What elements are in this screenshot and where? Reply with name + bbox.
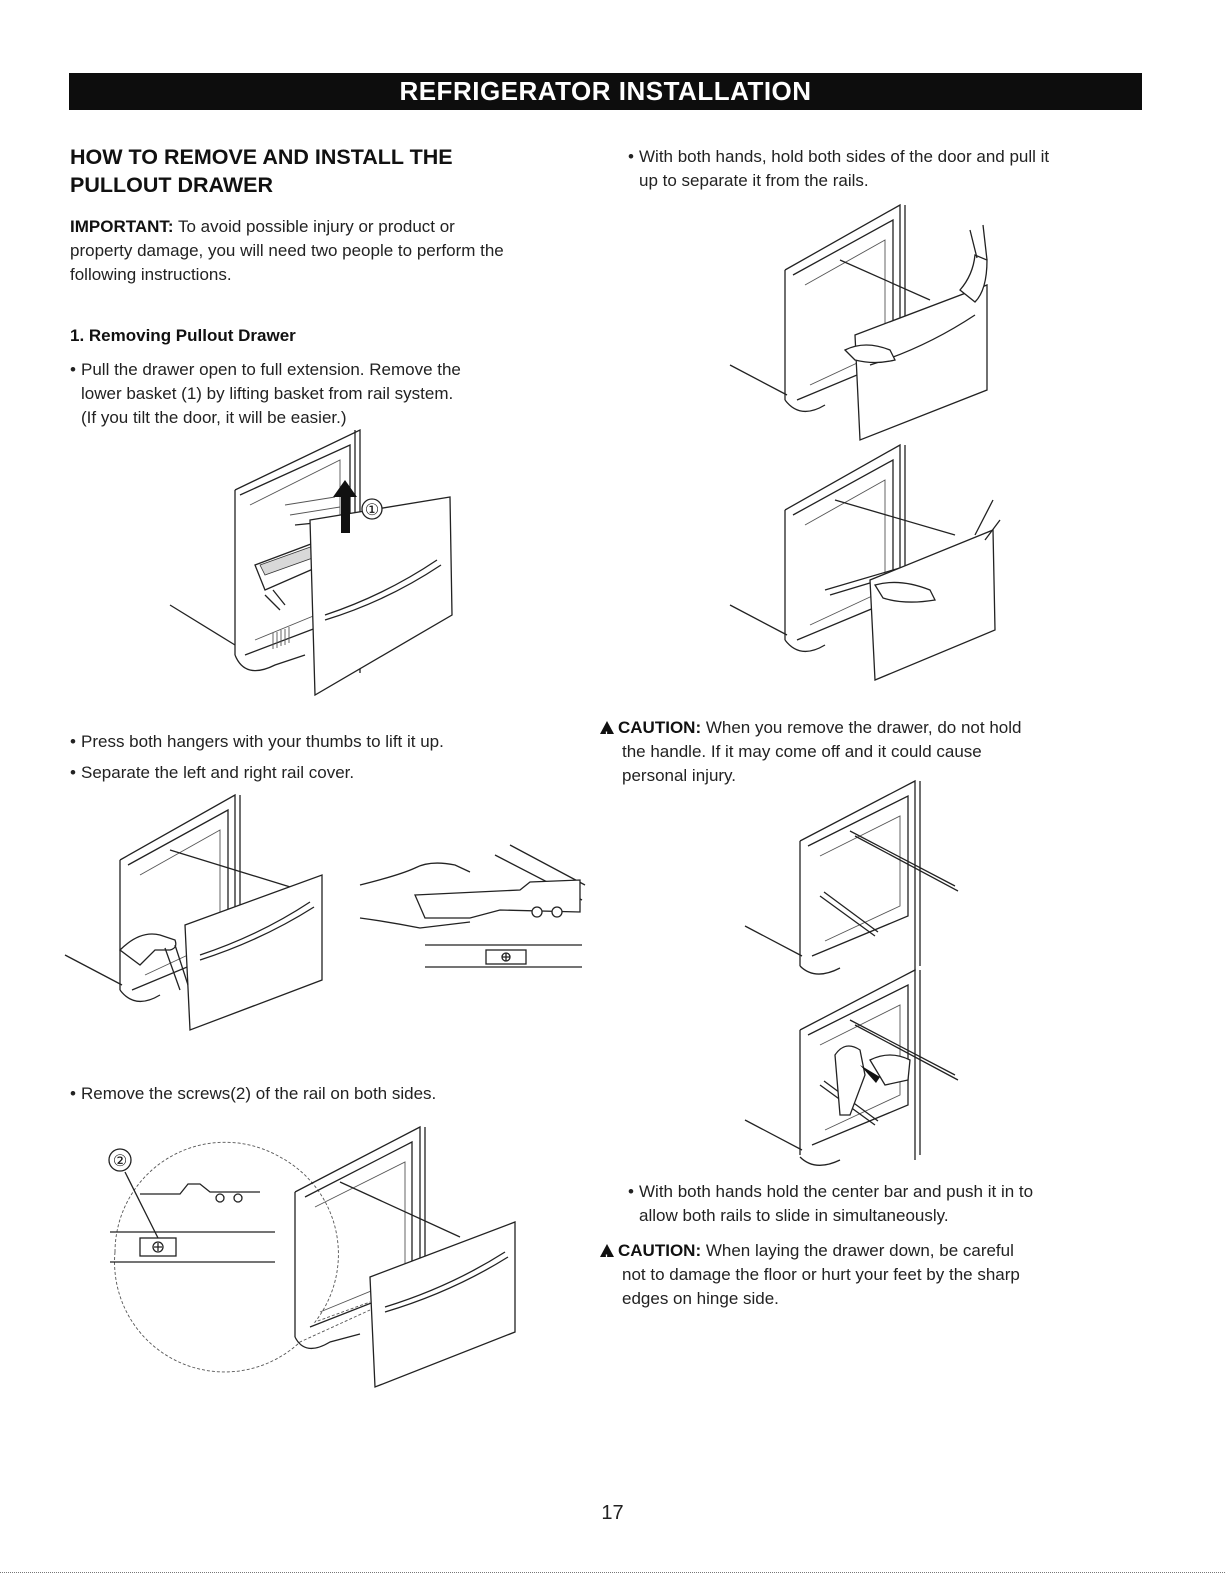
heading-line-1: HOW TO REMOVE AND INSTALL THE (70, 145, 453, 169)
caution-lay-drawer: CAUTION: When laying the drawer down, be… (600, 1239, 1140, 1311)
warning-triangle-icon (600, 721, 614, 747)
bullet-remove-screws: •Remove the screws(2) of the rail on bot… (70, 1084, 437, 1103)
bullet-push-center-bar: •With both hands hold the center bar and… (628, 1180, 1148, 1228)
page-bottom-rule (0, 1572, 1225, 1573)
page-number: 17 (601, 1502, 624, 1524)
important-text-2: property damage, you will need two peopl… (70, 241, 504, 260)
important-note: IMPORTANT: To avoid possible injury or p… (70, 215, 590, 287)
basket-removal-illustration: ① (169, 428, 453, 697)
bullet-press-hangers: •Press both hangers with your thumbs to … (70, 732, 444, 751)
bullet-pull-drawer: •Pull the drawer open to full extension.… (70, 358, 590, 430)
section-heading: HOW TO REMOVE AND INSTALL THE PULLOUT DR… (70, 143, 590, 199)
caution1-line-2: the handle. If it may come off and it co… (622, 742, 982, 761)
screw-detail-illustration: ② (108, 1125, 516, 1388)
caution2-line-1: When laying the drawer down, be careful (701, 1241, 1014, 1260)
hanger-press-illustration (64, 793, 323, 1031)
screw-callout-label: ② (113, 1153, 127, 1170)
lift-arrow-icon (333, 480, 357, 497)
center-bar-illustration-1 (744, 779, 959, 975)
caution1-line-3: personal injury. (622, 766, 737, 785)
rail-cover-illustration (359, 844, 586, 968)
basket-callout-label: ① (365, 502, 379, 519)
bullet-hold-line-2: up to separate it from the rails. (639, 171, 869, 190)
bullet-push-line-2: allow both rails to slide in simultaneou… (639, 1206, 949, 1225)
bullet-push-line-1: With both hands hold the center bar and … (639, 1182, 1034, 1201)
bullet-pull-line-1: Pull the drawer open to full extension. … (81, 360, 461, 379)
bullet-separate-rail: •Separate the left and right rail cover. (70, 763, 355, 782)
bullet-press-text: Press both hangers with your thumbs to l… (81, 732, 444, 751)
heading-line-2: PULLOUT DRAWER (70, 173, 274, 197)
bullet-pull-line-2: lower basket (1) by lifting basket from … (81, 384, 454, 403)
caution2-label: CAUTION: (618, 1241, 702, 1260)
caution2-line-3: edges on hinge side. (622, 1289, 779, 1308)
page-banner: REFRIGERATOR INSTALLATION (69, 73, 1142, 110)
caution1-label: CAUTION: (618, 718, 702, 737)
warning-triangle-icon (600, 1244, 614, 1270)
bullet-pull-line-3: (If you tilt the door, it will be easier… (81, 408, 347, 427)
caution1-line-1: When you remove the drawer, do not hold (701, 718, 1022, 737)
lift-arrow-shaft (341, 495, 350, 533)
lift-door-illustration-2 (729, 443, 1001, 681)
push-arrow-icon (860, 1065, 880, 1083)
bullet-hold-line-1: With both hands, hold both sides of the … (639, 147, 1050, 166)
caution-remove-drawer: CAUTION: When you remove the drawer, do … (600, 716, 1140, 788)
bullet-screws-text: Remove the screws(2) of the rail on both… (81, 1084, 437, 1103)
bullet-separate-text: Separate the left and right rail cover. (81, 763, 355, 782)
important-text-3: following instructions. (70, 265, 232, 284)
caution2-line-2: not to damage the floor or hurt your fee… (622, 1265, 1020, 1284)
important-label: IMPORTANT: (70, 217, 174, 236)
lift-door-illustration-1 (729, 203, 988, 441)
center-bar-illustration-2 (744, 968, 959, 1166)
important-text-1: To avoid possible injury or product or (173, 217, 455, 236)
step-title: 1. Removing Pullout Drawer (70, 326, 296, 345)
bullet-hold-door: •With both hands, hold both sides of the… (628, 145, 1148, 193)
